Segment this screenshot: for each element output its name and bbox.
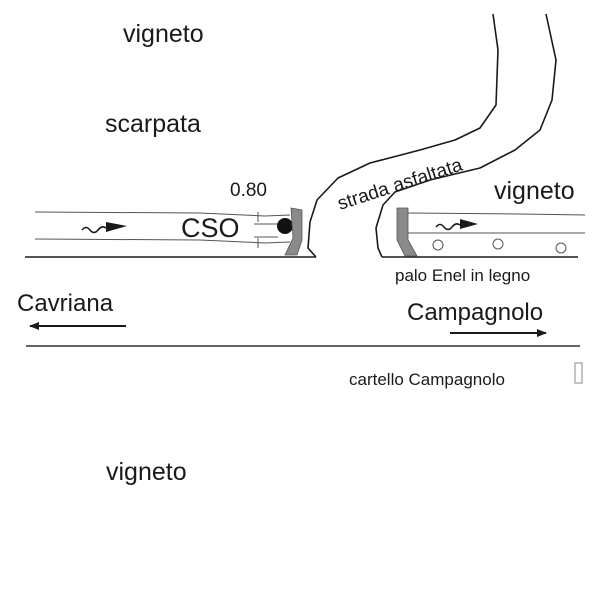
road-edge-right	[375, 13, 557, 258]
cso-outlet-icon	[277, 218, 293, 234]
pole-icon	[555, 242, 567, 254]
label-vineyard-right: vigneto	[494, 177, 575, 205]
label-dimension: 0.80	[230, 180, 267, 201]
label-sign: cartello Campagnolo	[349, 370, 505, 389]
pole-icon	[492, 238, 504, 250]
label-wood-pole: palo Enel in legno	[395, 266, 530, 285]
right-barrier	[396, 207, 418, 257]
right-channel-top-edge	[407, 212, 586, 216]
label-embankment: scarpata	[105, 110, 201, 138]
road-edge-left	[307, 13, 499, 258]
label-paved-road: strada asfaltata	[335, 155, 465, 215]
flow-arrow-left-channel-icon	[81, 222, 127, 234]
label-vineyard-top: vigneto	[123, 20, 204, 48]
sign-marker-icon	[574, 362, 583, 384]
pole-icon	[432, 239, 444, 251]
left-channel-top-edge	[34, 211, 291, 217]
left-channel-bottom-edge	[34, 238, 291, 244]
left-barrier	[284, 207, 303, 256]
label-direction-right: Campagnolo	[407, 299, 543, 326]
label-direction-left: Cavriana	[17, 290, 114, 317]
label-cso: CSO	[181, 213, 240, 243]
flow-arrow-right-channel-icon	[435, 219, 478, 231]
label-vineyard-bottom: vigneto	[106, 458, 187, 486]
dimension-marker	[254, 212, 278, 248]
